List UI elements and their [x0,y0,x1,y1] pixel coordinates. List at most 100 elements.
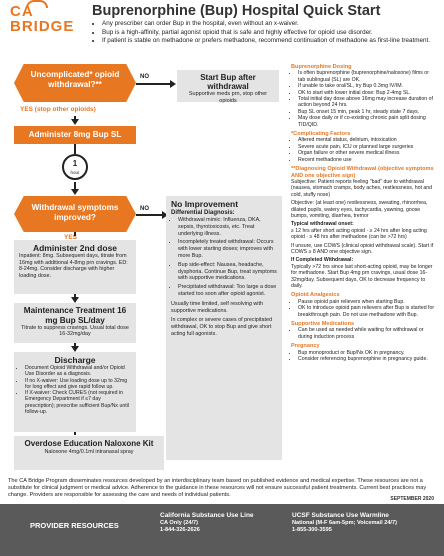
supportive-item: Can be used as needed while waiting for … [298,327,437,340]
connector [74,144,76,154]
pregnancy-item: Consider referencing buprenorphine in pr… [298,356,437,362]
decision-symptoms-improved: Withdrawal symptoms improved? [14,196,136,232]
maintenance-title: Maintenance Treatment 16 mg Bup SL/day [23,306,127,325]
ucsf-warmline[interactable]: UCSF Substance Use Warmline National (M-… [292,512,397,534]
complicating-item: Altered mental status, delirium, intoxic… [298,137,437,143]
discharge-box: Discharge Document Opioid Withdrawal and… [14,352,136,432]
administer-8mg-box: Administer 8mg Bup SL [14,126,136,144]
naloxone-title: Overdose Education Naloxone Kit [24,439,154,448]
ucsf-hours: National (M-F 6am-5pm; Voicemail 24/7) [292,520,397,526]
differential-item: Incompletely treated withdrawal: Occurs … [178,239,277,259]
ca-line-title: California Substance Use Line [160,512,254,519]
arrowhead [71,297,79,303]
cows-text: If unsure, use COWS (clinical opioid wit… [291,242,434,255]
analgesics-item: Pause opioid pain relievers when startin… [298,299,437,305]
connector [74,432,76,435]
no-label-2: NO [140,206,149,212]
arrowhead [71,189,79,195]
wait-hours: 1 [72,159,78,168]
arrowhead [162,211,168,219]
ucsf-phone: 1-855-300-3595 [292,527,332,533]
complicating-list: Altered mental status, delirium, intoxic… [291,137,437,163]
discharge-item: If X-waiver: Check CURES (not required i… [25,390,132,415]
second-dose-title: Administer 2nd dose [32,243,118,253]
diagnosing-objective: Objective: (at least one) restlessness, … [291,200,428,219]
differential-item: Bup side-effect: Nausea, headache, dysph… [178,262,277,282]
pregnancy-heading: Pregnancy [291,343,320,350]
disclaimer: The CA Bridge Program disseminates resou… [8,478,427,498]
dosing-item: Total initial day dose above 16mg may in… [298,96,437,109]
dosing-item: Bup SL onset 15 min, peak 1 hr, steady s… [298,109,437,115]
ca-line-hours: CA Only (24/7) [160,520,199,526]
ca-substance-use-line[interactable]: California Substance Use Line CA Only (2… [160,512,254,534]
right-column: Buprenorphine Dosing Is often buprenorph… [291,64,437,362]
completed-withdrawal-heading: If Completed Withdrawal: [291,257,354,264]
arrowhead [170,80,176,88]
second-dose-text: Inpatient: 8mg. Subsequent days, titrate… [19,253,128,279]
intro-bullet: If patient is stable on methadone or pre… [102,37,436,46]
start-bup-title: Start Bup after withdrawal [200,73,256,91]
arrowhead [71,119,79,125]
connector [136,214,162,216]
footer-bar: PROVIDER RESOURCES California Substance … [0,504,444,556]
connector [74,232,76,236]
supportive-heading: Supportive Medications [291,321,355,328]
dosing-item: OK to start with lower initial dose: Bup… [298,90,437,96]
dosing-item: May dose daily or if co-existing chronic… [298,115,437,128]
no-improvement-title: No Improvement [171,199,239,209]
maintenance-text: Titrate to suppress cravings. Usual tota… [21,325,129,338]
intro-bullets: Any prescriber can order Bup in the hosp… [94,20,436,46]
diagnosing-heading: **Diagnosing Opioid Withdrawal (objectiv… [291,166,434,179]
pregnancy-item: Bup monoproduct or Bup/Nx OK in pregnanc… [298,350,437,356]
diagnosing-subjective: Subjective: Patient reports feeling "bad… [291,178,432,198]
wait-unit: hour [70,170,80,175]
differential-item: Precipitated withdrawal: Too large a dos… [178,284,277,298]
discharge-item: If no X-waiver: Use loading dose up to 3… [25,378,132,391]
differential-item: Withdrawal mimic: Influenza, DKA, sepsis… [178,217,277,237]
complicating-item: Severe acute pain, ICU or planned large … [298,144,437,150]
provider-resources-label: PROVIDER RESOURCES [30,521,119,530]
start-bup-text: Supportive meds prn, stop other opioids [188,91,268,104]
logo-arc [26,0,48,8]
yes-label-1: YES (stop other opioids) [20,106,96,113]
differential-list: Withdrawal mimic: Influenza, DKA, sepsis… [171,217,277,298]
naloxone-text: Naloxone 4mg/0.1ml intranasal spray [44,448,134,455]
connector [136,83,170,85]
no-improvement-box: No Improvement Differential Diagnosis: W… [166,196,282,460]
connector [74,182,76,190]
ucsf-title: UCSF Substance Use Warmline [292,512,389,519]
dosing-item: Is often buprenorphine (buprenorphine/na… [298,70,437,83]
analgesics-list: Pause opioid pain relievers when startin… [291,299,437,318]
connector [74,294,76,298]
intro-bullet: Bup is a high-affinity, partial agonist … [102,29,436,38]
discharge-item: Document Opioid Withdrawal and/or Opioid… [25,365,132,378]
logo-text-ca: CA [10,3,34,20]
dosing-heading: Buprenorphine Dosing [291,64,352,70]
naloxone-kit-box: Overdose Education Naloxone Kit Naloxone… [14,436,164,470]
no-improvement-subtitle: Differential Diagnosis: [171,210,235,216]
complicating-heading: *Complicating Factors [291,131,351,138]
no-improvement-note: In complex or severe cases of precipitat… [171,317,272,337]
discharge-list: Document Opioid Withdrawal and/or Opioid… [18,365,132,415]
connector [74,343,76,347]
complicating-item: Organ failure or other severe medical il… [298,150,437,156]
analgesics-item: OK to introduce opioid pain relievers af… [298,305,437,318]
arrowhead [71,346,79,352]
pregnancy-list: Bup monoproduct or Bup/Nx OK in pregnanc… [291,350,437,363]
completed-withdrawal-text: Typically >72 hrs since last short-actin… [291,263,433,289]
discharge-title: Discharge [54,355,96,365]
page-title: Buprenorphine (Bup) Hospital Quick Start [92,3,381,19]
logo-text-bridge: BRIDGE [10,18,75,35]
complicating-item: Recent methadone use [298,157,437,163]
administer-second-dose-box: Administer 2nd dose Inpatient: 8mg. Subs… [14,240,136,294]
connector [74,116,76,120]
onset-text: ≥ 12 hrs after short acting opioid · ≥ 2… [291,227,427,241]
decision-uncomplicated-withdrawal: Uncomplicated* opioid withdrawal?** [14,64,136,102]
clock-icon: 1 hour [62,154,88,180]
onset-heading: Typical withdrawal onset: [291,221,354,228]
yes-label-2: YES [64,234,78,241]
analgesics-heading: Opioid Analgesics [291,292,340,299]
dosing-item: If unable to take oral/SL, try Bup 0.3mg… [298,83,437,89]
maintenance-treatment-box: Maintenance Treatment 16 mg Bup SL/day T… [14,303,136,343]
no-label-1: NO [140,74,149,80]
